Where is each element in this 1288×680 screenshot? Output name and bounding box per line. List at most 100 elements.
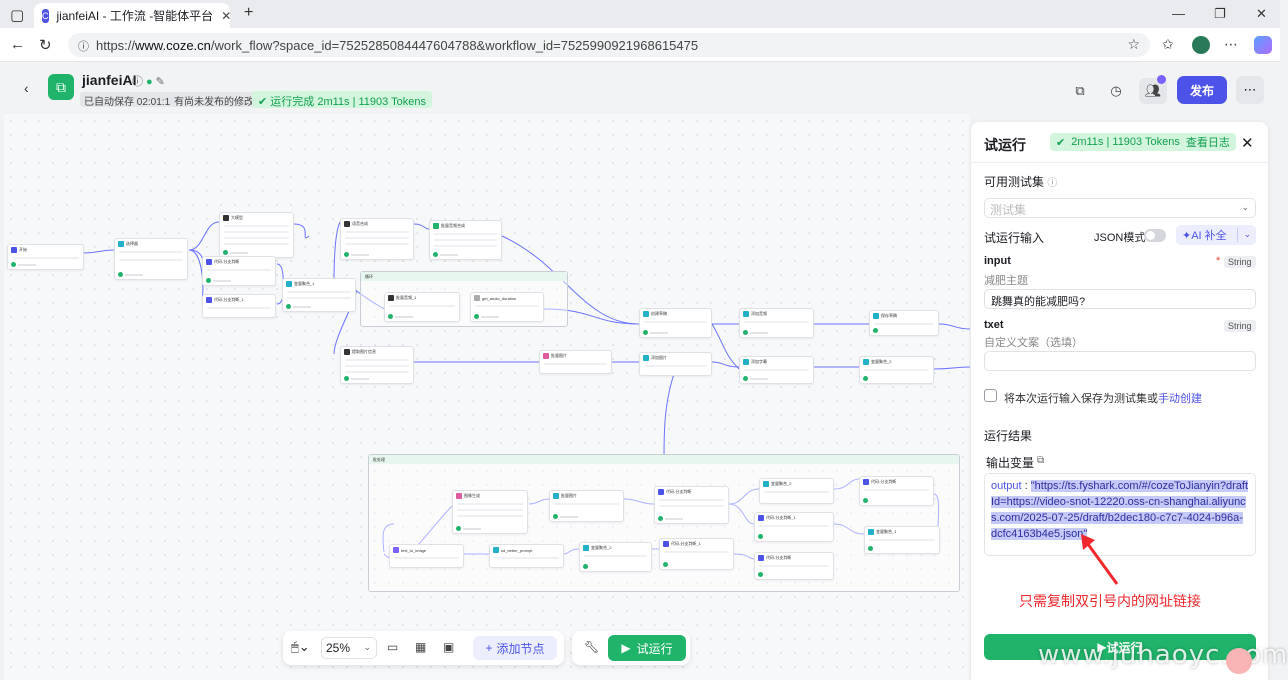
node-code-4[interactable]: 代码-分支判断 — [859, 476, 934, 506]
reload-icon[interactable]: ↻ — [39, 37, 52, 54]
url-input[interactable]: ⓘ https://www.coze.cn/work_flow?space_id… — [68, 33, 1150, 57]
node-add-caption[interactable]: 添加字幕 — [739, 356, 814, 384]
node-var-2[interactable]: 变量聚合_2 — [759, 478, 834, 504]
node-code-5[interactable]: 代码-分支判断_1 — [659, 538, 734, 570]
address-bar-row: ← ↻ ⓘ https://www.coze.cn/work_flow?spac… — [0, 28, 1280, 62]
info-icon[interactable]: ⓘ — [132, 76, 146, 88]
field-txet-desc: 自定义文案（选填） — [984, 337, 1083, 349]
field-txet-value[interactable] — [984, 351, 1256, 371]
node-batch-audio[interactable]: 批量音频合成 — [429, 220, 502, 260]
field-txet-name: txet — [984, 319, 1004, 331]
save-testset-checkbox[interactable] — [984, 389, 997, 402]
node-add-audio[interactable]: 添加音频 — [739, 308, 814, 338]
node-image-gen[interactable]: 图像生成 — [452, 490, 528, 534]
profile-avatar[interactable] — [1192, 36, 1210, 54]
url-path: /work_flow?space_id=7525285084447604788&… — [210, 37, 699, 53]
testset-select[interactable]: 测试集⌄ — [984, 198, 1256, 218]
zoom-value: 25% — [326, 641, 351, 655]
sparkle-icon: ✦ — [1182, 229, 1192, 242]
window-close-icon[interactable]: ✕ — [1256, 6, 1267, 21]
node-tts[interactable]: 语音合成 — [340, 218, 414, 260]
new-tab-icon[interactable]: + — [244, 4, 254, 21]
add-node-button[interactable]: +添加节点 — [473, 636, 557, 660]
add-node-label: 添加节点 — [496, 641, 545, 656]
chevron-down-icon[interactable]: ⌄ — [1243, 229, 1251, 239]
run-input-label: 试运行输入 — [984, 231, 1045, 245]
node-save-draft[interactable]: 保存草稿 — [869, 310, 939, 336]
node-image-info[interactable]: 提取图片信息 — [340, 346, 414, 384]
node-var-agg-1[interactable]: 变量聚合_1 — [282, 278, 356, 312]
site-info-icon[interactable]: ⓘ — [78, 41, 89, 53]
divider — [971, 162, 1268, 163]
node-selector[interactable]: 选择器 — [114, 238, 188, 280]
node-llm[interactable]: 大模型 — [219, 212, 294, 258]
node-batch-audio-1[interactable]: 批量音频_1 — [384, 292, 460, 322]
node-var-agg-3[interactable]: 变量聚合_1 — [864, 526, 940, 554]
autosave-badge: 已自动保存 02:01:14 — [80, 92, 180, 108]
node-create-draft[interactable]: 创建草稿 — [639, 308, 712, 338]
publish-button[interactable]: 发布 — [1177, 76, 1227, 104]
run-stats-text: 2m11s | 11903 Tokens — [1071, 136, 1180, 148]
manual-create-link[interactable]: 手动创建 — [1158, 393, 1202, 405]
node-audio-duration[interactable]: get_audio_duration — [470, 292, 544, 322]
node-batch-1[interactable]: 批量图片 — [549, 490, 624, 522]
comment-icon[interactable]: ▭ — [387, 640, 399, 654]
node-sd-prompt[interactable]: sd_better_prompt — [489, 544, 564, 568]
help-icon[interactable]: ⓘ — [1047, 178, 1058, 189]
batch-group-title: 批处理 — [369, 455, 959, 464]
node-code-6[interactable]: 代码-分支判断 — [754, 552, 834, 580]
run-status-text: 运行完成 2m11s | 11903 Tokens — [270, 96, 426, 108]
star-icon[interactable]: ☆ — [1127, 36, 1140, 52]
node-code-2[interactable]: 代码-分支判断 — [654, 486, 729, 524]
testset-label: 可用测试集 ⓘ — [984, 173, 1057, 190]
test-run-button[interactable]: ▶试运行 — [608, 635, 686, 661]
maximize-icon[interactable]: ❐ — [1214, 6, 1226, 21]
json-mode-label: JSON模式 — [1094, 232, 1146, 244]
browser-tab[interactable]: C jianfeiAI - 工作流 -智能体平台 ✕ — [34, 3, 232, 28]
ai-fill-button[interactable]: ✦ AI 补全⌄ — [1176, 225, 1256, 245]
notification-dot — [1157, 75, 1166, 84]
copy-icon[interactable]: ⧉ — [1075, 83, 1085, 98]
output-value[interactable]: "https://ts.fyshark.com/#/cozeToJianyin?… — [991, 480, 1249, 540]
output-box[interactable]: output : "https://ts.fyshark.com/#/cozeT… — [984, 473, 1256, 556]
node-start[interactable]: 开始 — [7, 244, 84, 270]
close-icon[interactable]: ✕ — [1241, 135, 1254, 152]
node-code-branch[interactable]: 代码-分支判断 — [202, 256, 276, 286]
copilot-icon[interactable] — [1254, 36, 1272, 54]
users-icon: 👥︎ — [1144, 83, 1162, 98]
node-text-to-image[interactable]: text_to_image — [389, 544, 464, 568]
json-mode-toggle[interactable] — [1144, 229, 1166, 242]
close-icon[interactable]: ✕ — [221, 8, 232, 23]
tab-list-icon[interactable]: ▢ — [10, 7, 25, 24]
mouse-mode-icon[interactable]: 🖱︎⌄ — [291, 639, 310, 654]
collaborator-button[interactable]: 👥︎ — [1139, 75, 1167, 104]
minimize-icon[interactable]: — — [1172, 6, 1185, 21]
panel-run-button[interactable]: ▶ 试运行 — [984, 634, 1256, 660]
node-code-3[interactable]: 代码-分支判断_1 — [754, 512, 834, 542]
edit-icon[interactable]: ✎ — [155, 76, 168, 88]
play-icon: ▶ — [621, 641, 631, 655]
node-code-branch-1[interactable]: 代码-分支判断_1 — [202, 294, 276, 318]
node-var-agg-4[interactable]: 变量聚合_2 — [579, 542, 652, 572]
node-add-image[interactable]: 添加图片 — [639, 352, 712, 376]
more-icon[interactable]: ⋯ — [1236, 76, 1264, 104]
favorites-icon[interactable]: ✩ — [1162, 36, 1174, 52]
run-result-label: 运行结果 — [984, 429, 1033, 443]
view-log-link[interactable]: 查看日志 — [1185, 137, 1230, 149]
copy-icon[interactable]: ⧉ — [1037, 455, 1045, 466]
node-batch-image[interactable]: 批量图片 — [539, 350, 612, 374]
node-output[interactable]: 变量聚合_2 — [859, 356, 934, 384]
workflow-canvas[interactable]: 循环 批处理 开始 选择器 大模型 代码-分支判断 代码-分支判断_1 变量聚合… — [4, 114, 971, 680]
minimap-icon[interactable]: ▣ — [443, 640, 455, 654]
field-input-value[interactable]: 跳舞真的能减肥吗? — [984, 289, 1256, 309]
back-arrow-icon[interactable]: ‹ — [24, 80, 29, 96]
plus-icon: + — [485, 641, 493, 655]
browser-menu-icon[interactable]: ⋯ — [1224, 36, 1238, 52]
zoom-select[interactable]: 25%⌄ — [321, 637, 377, 659]
layout-icon[interactable]: ▦ — [415, 640, 427, 654]
history-icon[interactable]: ◷ — [1110, 83, 1122, 98]
wrench-icon[interactable]: 🔧︎ — [584, 640, 600, 654]
run-toolbar: 🔧︎ ▶试运行 — [572, 631, 690, 665]
back-icon[interactable]: ← — [10, 36, 25, 53]
